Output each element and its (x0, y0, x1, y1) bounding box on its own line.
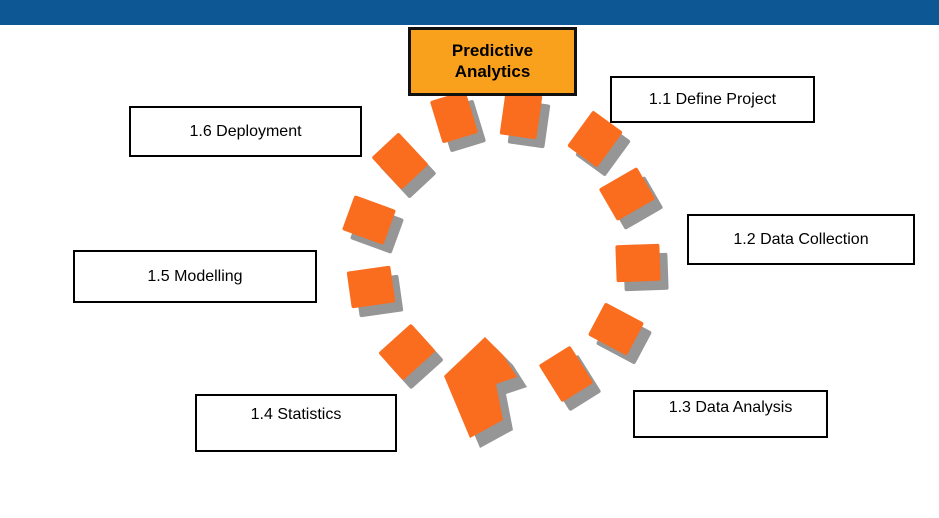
node-label: 1.1 Define Project (648, 90, 777, 108)
node-data-collection: 1.2 Data Collection (687, 214, 915, 265)
node-label: 1.3 Data Analysis (668, 399, 793, 417)
node-label: 1.4 Statistics (250, 406, 342, 424)
node-define-project: 1.1 Define Project (610, 76, 815, 123)
center-box: Predictive Analytics (408, 27, 577, 96)
top-banner (0, 0, 939, 25)
node-label: 1.2 Data Collection (733, 230, 869, 248)
node-data-analysis: 1.3 Data Analysis (633, 390, 828, 438)
node-label: 1.6 Deployment (189, 122, 302, 140)
node-label: 1.5 Modelling (147, 267, 243, 285)
node-modelling: 1.5 Modelling (73, 250, 317, 303)
node-statistics: 1.4 Statistics (195, 394, 397, 452)
center-box-label: Predictive Analytics (451, 40, 534, 81)
node-deployment: 1.6 Deployment (129, 106, 362, 157)
